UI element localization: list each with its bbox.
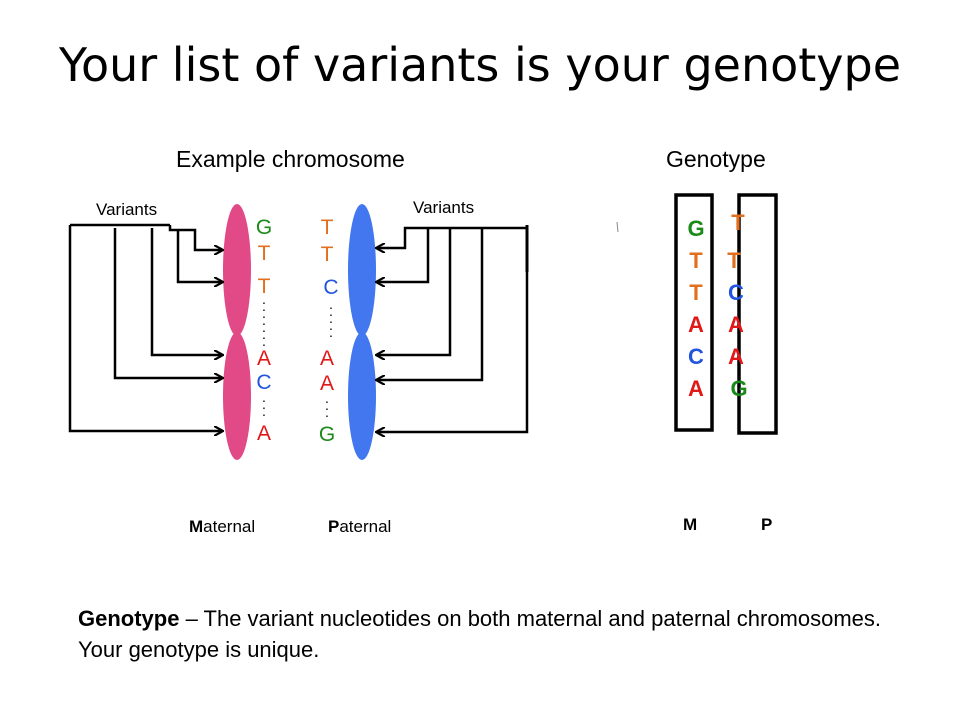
maternal-base-2: T xyxy=(257,242,271,265)
paternal-base-2: T xyxy=(320,243,334,266)
paternal-base-6: G xyxy=(318,423,336,446)
paternal-label-rest: aternal xyxy=(339,517,392,536)
genotype-m-base-4: A xyxy=(688,312,704,337)
genotype-definition-term: Genotype xyxy=(78,606,180,631)
maternal-base-5: C xyxy=(256,371,272,394)
genotype-m-label: M xyxy=(683,515,698,534)
paternal-label-initial: P xyxy=(328,517,340,536)
genotype-p-base-1: T xyxy=(731,210,745,235)
maternal-base-1: G xyxy=(255,216,273,239)
genotype-p-base-2: T xyxy=(727,248,741,273)
paternal-chromosome-lower-arm xyxy=(348,332,376,460)
paternal-base-5: A xyxy=(319,372,334,395)
variants-label-right: Variants xyxy=(413,198,475,217)
genotype-m-base-2: T xyxy=(689,248,703,273)
genotype-paternal-box xyxy=(737,193,778,435)
genotype-p-base-6: G xyxy=(730,376,748,401)
genotype-p-label: P xyxy=(761,515,773,534)
genotype-p-base-5: A xyxy=(728,344,744,369)
genotype-p-base-3: C xyxy=(728,280,744,305)
genotype-m-base-3: T xyxy=(689,280,703,305)
genotype-m-base-1: G xyxy=(687,216,705,241)
maternal-gap-dots-2: ··· xyxy=(261,392,267,422)
genotype-m-base-6: A xyxy=(688,376,704,401)
genotype-maternal-box xyxy=(674,193,714,432)
genotype-p-base-4: A xyxy=(728,312,744,337)
genotype-definition-text: – The variant nucleotides on both matern… xyxy=(78,606,882,662)
maternal-chromosome-lower-arm xyxy=(223,332,251,460)
paternal-chromosome-upper-arm xyxy=(348,204,376,336)
paternal-variant-pointers xyxy=(377,225,529,432)
maternal-base-4: A xyxy=(256,347,271,370)
paternal-base-1: T xyxy=(320,216,334,239)
slide-title: Your list of variants is your genotype xyxy=(58,38,901,92)
maternal-label-initial: M xyxy=(189,517,204,536)
genotype-definition: Genotype – The variant nucleotides on bo… xyxy=(78,603,898,665)
maternal-gap-dots-1: ······· xyxy=(261,294,267,352)
paternal-label: Paternal xyxy=(328,517,391,537)
maternal-label: Maternal xyxy=(189,517,255,537)
maternal-chromosome-upper-arm xyxy=(223,204,251,336)
paternal-base-3: C xyxy=(323,276,339,299)
genotype-heading: Genotype xyxy=(666,146,766,172)
chromosome-heading: Example chromosome xyxy=(176,146,405,172)
maternal-base-3: T xyxy=(257,275,271,298)
maternal-label-rest: aternal xyxy=(203,517,256,536)
paternal-gap-dots-1: ····· xyxy=(328,299,334,343)
paternal-gap-dots-2: ··· xyxy=(324,393,330,423)
maternal-base-6: A xyxy=(256,422,271,445)
genotype-m-base-5: C xyxy=(688,344,704,369)
maternal-variant-pointers xyxy=(68,223,222,431)
variants-label-left: Variants xyxy=(96,200,158,219)
paternal-base-4: A xyxy=(319,347,334,370)
